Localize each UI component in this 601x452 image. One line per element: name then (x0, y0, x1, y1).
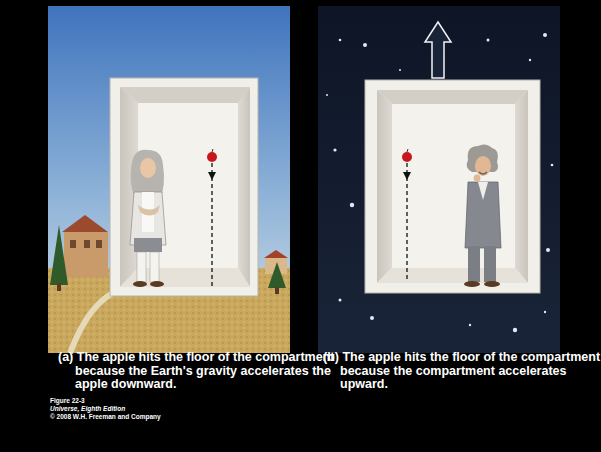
star (339, 299, 342, 302)
breeches (134, 238, 162, 252)
suit-jacket (465, 182, 501, 248)
fall-path (211, 163, 212, 286)
coat (130, 192, 166, 245)
tree (50, 225, 68, 285)
hand (474, 175, 481, 182)
apple-stem (212, 149, 213, 152)
window (70, 240, 76, 248)
window (96, 240, 102, 248)
fall-arrowhead (208, 172, 216, 180)
shoe (150, 281, 164, 287)
apple (402, 152, 412, 162)
star (513, 328, 517, 332)
star (487, 39, 490, 42)
tree-trunk (57, 283, 61, 291)
star (543, 33, 547, 37)
shoe (484, 281, 500, 287)
side-wall (515, 90, 528, 283)
compartment-frame (365, 80, 540, 293)
panel-caption: (b) The apple hits the floor of the comp… (323, 351, 601, 392)
side-wall (377, 90, 392, 283)
compartment-frame (110, 78, 258, 296)
stocking (150, 252, 159, 282)
fall-path (406, 163, 407, 282)
newton-figure (130, 150, 166, 287)
star (350, 203, 354, 207)
einstein-figure (464, 144, 501, 287)
star (551, 164, 554, 167)
figure-credit: © 2008 W.H. Freeman and Company (50, 413, 161, 421)
figure-credit: Figure 22-3 (50, 397, 85, 405)
acceleration-arrow (425, 22, 451, 78)
sky-background (48, 6, 290, 353)
trouser-leg (468, 246, 480, 282)
star (333, 148, 336, 151)
face (140, 158, 156, 178)
star (469, 324, 471, 326)
tree-trunk (275, 287, 279, 294)
window (84, 240, 90, 248)
side-wall (238, 87, 250, 287)
star (363, 43, 367, 47)
ceiling (120, 87, 250, 103)
house-roof (264, 250, 288, 258)
shoe (133, 281, 147, 287)
apple (207, 152, 217, 162)
figure-panel: (b) The apple hits the floor of the comp… (318, 6, 560, 353)
shirt (478, 182, 488, 200)
floor (377, 268, 528, 283)
space-background (318, 6, 560, 353)
star (399, 69, 401, 71)
fall-arrowhead (403, 172, 411, 180)
star (339, 39, 342, 42)
moustache (479, 172, 487, 174)
star (544, 311, 546, 313)
house-roof (62, 215, 108, 232)
ceiling (377, 90, 528, 104)
tree (268, 262, 286, 288)
shoe (464, 281, 480, 287)
star (326, 94, 328, 96)
trouser-leg (484, 246, 496, 282)
figure-panel: (a) The apple hits the floor of the comp… (48, 6, 290, 353)
back-wall (392, 104, 515, 268)
figure-credit: Universe, Eighth Edition (50, 405, 125, 413)
panel-caption: (a) The apple hits the floor of the comp… (58, 351, 337, 392)
path (70, 290, 120, 353)
star (546, 248, 550, 252)
star (370, 316, 374, 320)
face (475, 156, 491, 176)
hands (138, 205, 160, 216)
stocking (137, 252, 146, 282)
house-wall (64, 232, 108, 277)
apple-stem (407, 149, 408, 152)
star (529, 59, 531, 61)
